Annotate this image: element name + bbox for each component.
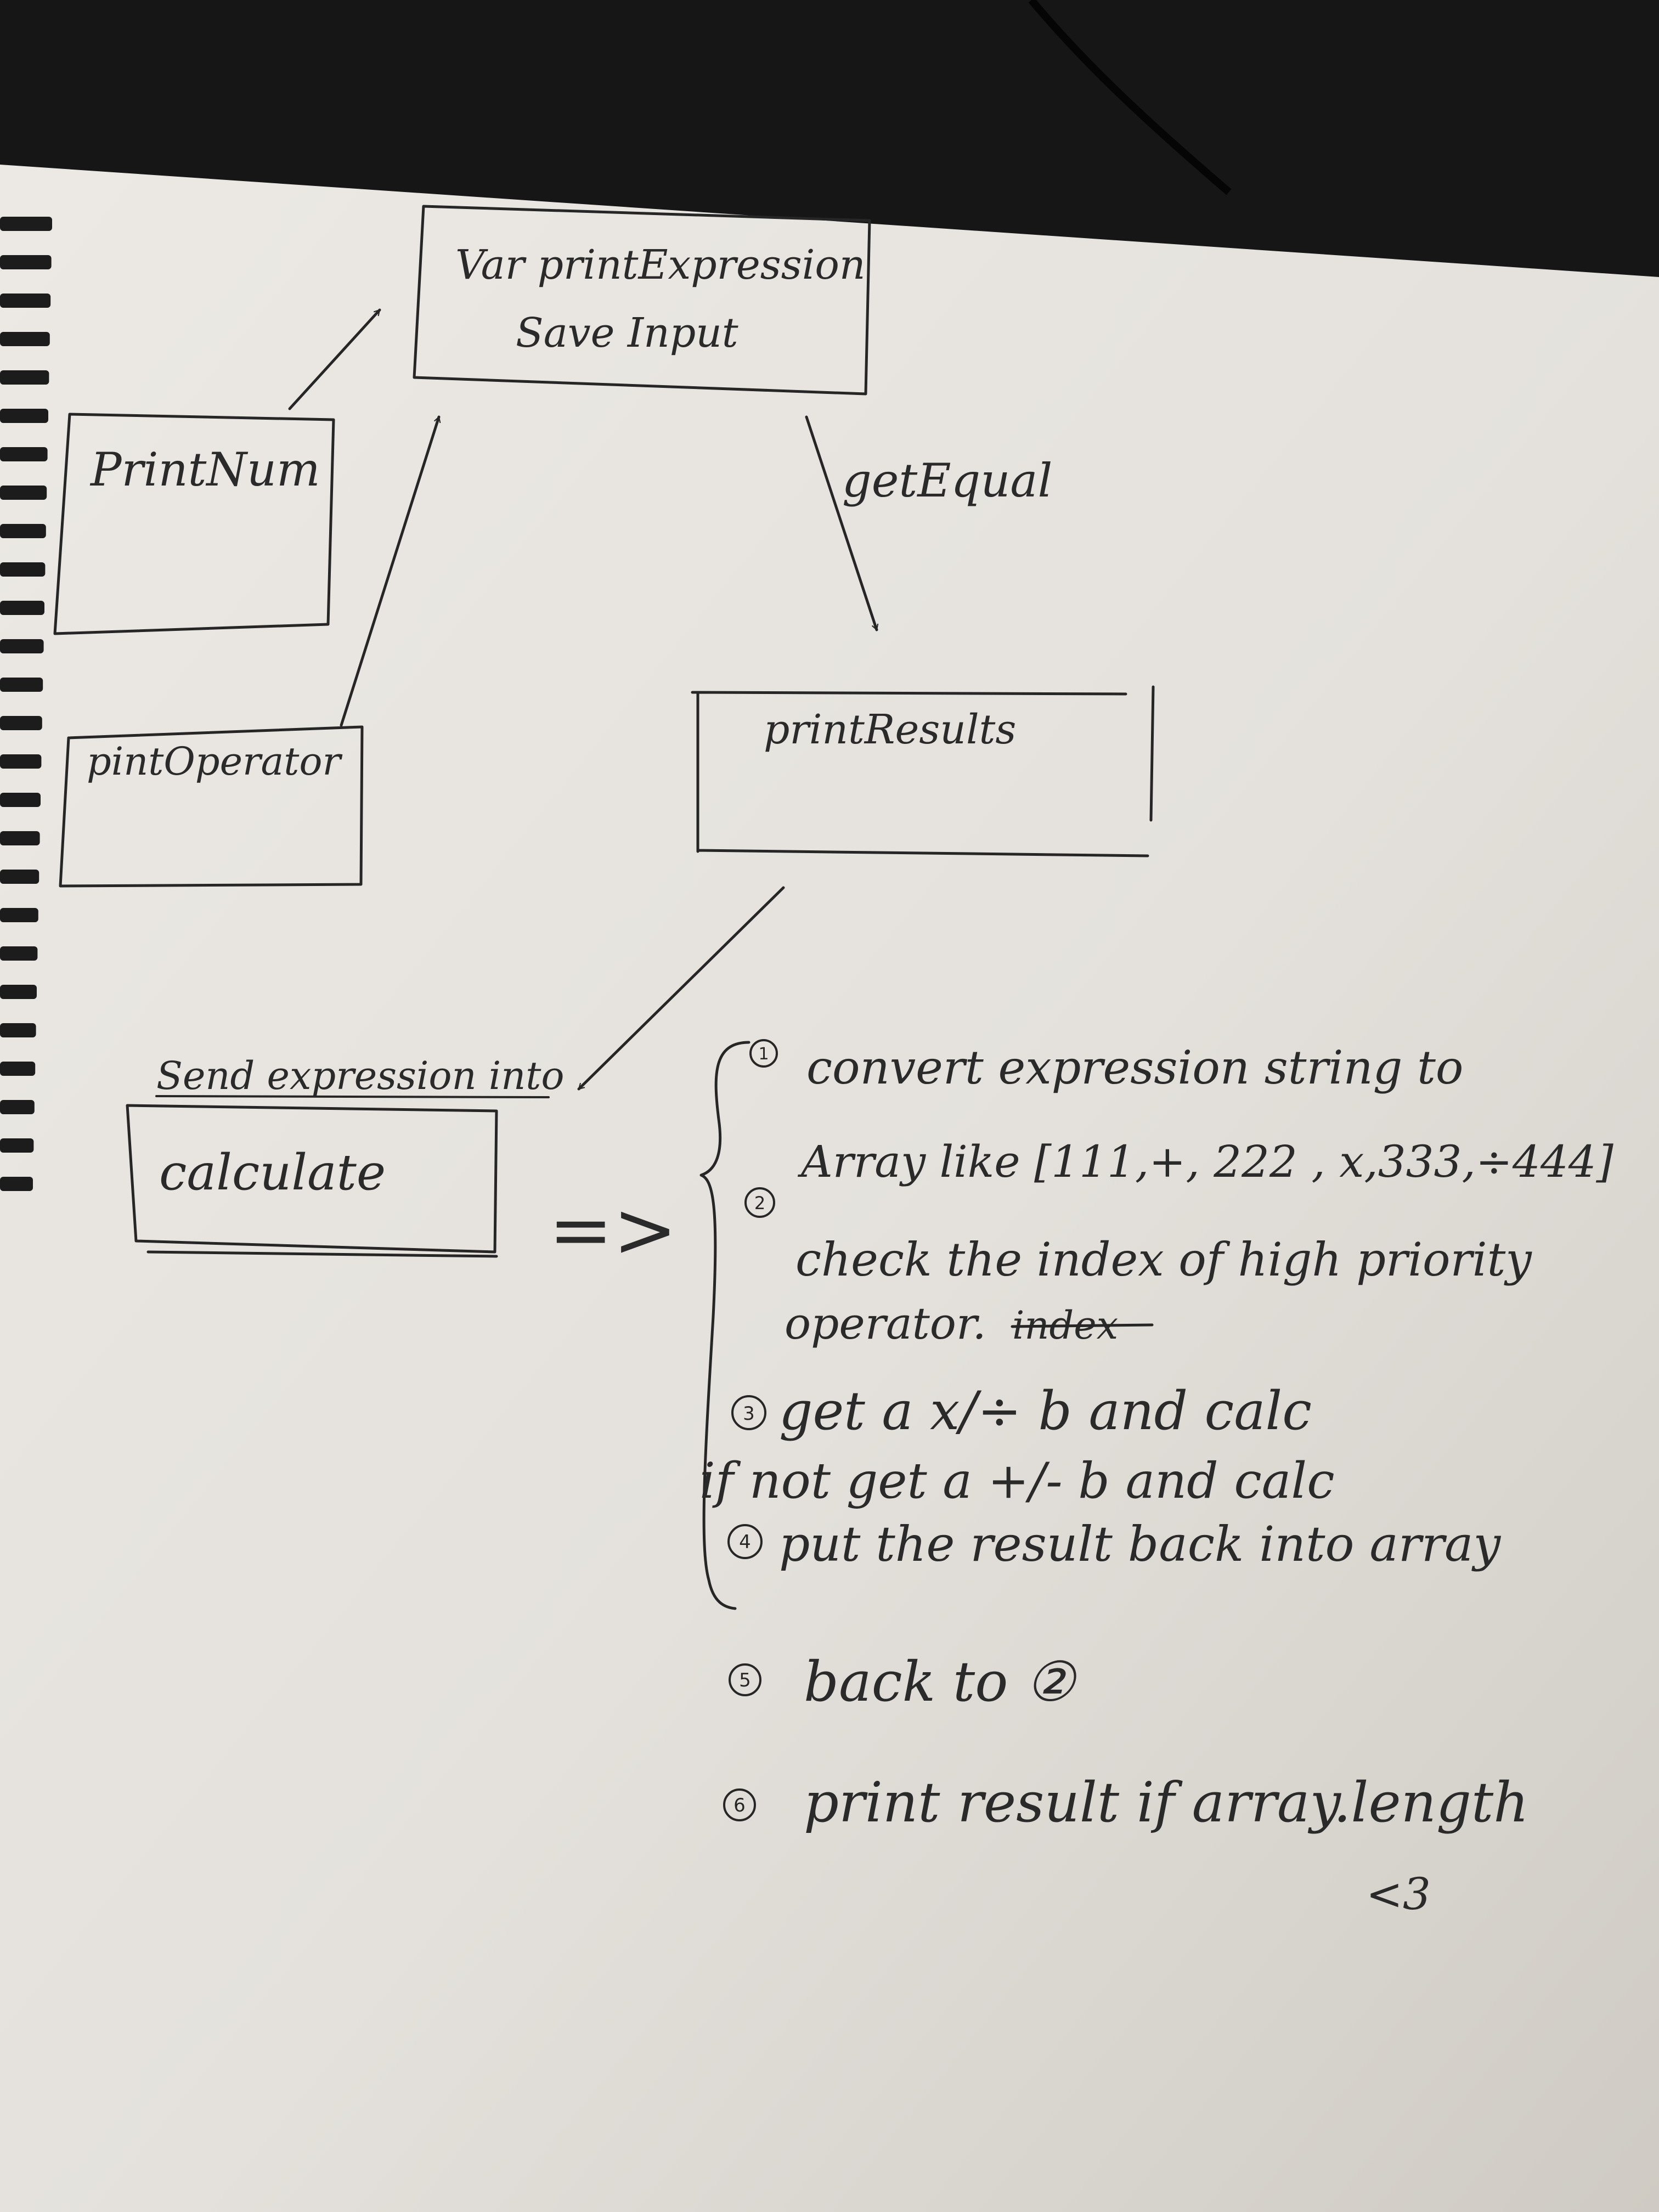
cable: [1028, 0, 1232, 195]
arrow-get-equal: [805, 415, 879, 631]
arrow-results-to-calculate: [577, 886, 785, 1091]
spiral-binding: [0, 217, 52, 1191]
implies-arrow: =>: [549, 1186, 678, 1275]
spiral-coil: [0, 1138, 34, 1153]
arrow-printnum-to-expression: [288, 308, 381, 410]
send-expression-underline: [155, 1095, 550, 1098]
spiral-coil: [0, 447, 48, 461]
spiral-coil: [0, 793, 41, 807]
expression-box: Var printExpression Save Input: [413, 205, 871, 396]
step-4-line1: put the result back into array: [779, 1516, 1501, 1572]
calculate-box: calculate: [126, 1104, 498, 1258]
step-5-circle: [729, 1663, 761, 1696]
spiral-coil: [0, 601, 44, 615]
step-5: 5 back to ②: [729, 1650, 1077, 1714]
step-list: 1 convert expression string to Array lik…: [699, 1039, 1614, 1920]
spiral-coil: [0, 908, 38, 922]
spiral-coil: [0, 217, 52, 231]
step-2-circle: [744, 1187, 775, 1218]
spiral-coil: [0, 332, 50, 346]
step-3: 3 get a x/÷ b and calc if not get a +/- …: [699, 1380, 1335, 1510]
get-equal-label: getEqual: [842, 454, 1052, 507]
print-operator-box: pintOperator: [59, 725, 364, 888]
step-1-number: 1: [758, 1045, 769, 1064]
step-2: 2 check the index of high priority opera…: [744, 1187, 1532, 1349]
step-6-number: 6: [733, 1795, 746, 1816]
spiral-coil: [0, 870, 40, 884]
step-6-circle: [723, 1788, 756, 1821]
calculate-label: calculate: [159, 1144, 386, 1201]
spiral-coil: [0, 255, 52, 269]
expression-box-line2: Save Input: [516, 309, 738, 357]
strikethrough: [1011, 1323, 1154, 1328]
spiral-coil: [0, 1177, 33, 1191]
step-4-circle: [727, 1524, 763, 1559]
send-expression-label: Send expression into: [156, 1053, 565, 1098]
step-1: 1 convert expression string to Array lik…: [749, 1039, 1614, 1187]
step-5-line1: back to ②: [804, 1650, 1077, 1714]
steps-brace: [699, 1041, 751, 1610]
step-2-number: 2: [754, 1193, 765, 1214]
spiral-coil: [0, 294, 51, 308]
print-operator-label: pintOperator: [87, 739, 343, 784]
spiral-coil: [0, 678, 43, 692]
step-4: 4 put the result back into array: [727, 1516, 1501, 1572]
step-4-number: 4: [739, 1531, 751, 1553]
spiral-coil: [0, 1100, 35, 1114]
step-5-number: 5: [739, 1669, 751, 1691]
spiral-coil: [0, 754, 42, 769]
spiral-coil: [0, 831, 40, 845]
step-6-line2: <3: [1366, 1869, 1431, 1920]
spiral-coil: [0, 639, 44, 653]
step-6: 6 print result if array.length <3: [723, 1770, 1529, 1920]
step-2-line1: check the index of high priority: [795, 1233, 1532, 1286]
step-3-circle: [731, 1395, 766, 1430]
step-6-line1: print result if array.length: [804, 1770, 1529, 1835]
spiral-coil: [0, 1062, 36, 1076]
step-3-line2: if not get a +/- b and calc: [699, 1452, 1335, 1510]
spiral-coil: [0, 486, 47, 500]
arrow-operator-to-expression: [340, 415, 441, 727]
spiral-coil: [0, 946, 38, 961]
step-3-line1: get a x/÷ b and calc: [779, 1380, 1312, 1442]
spiral-coil: [0, 562, 46, 577]
step-2-line2: operator.: [785, 1298, 986, 1349]
spiral-coil: [0, 370, 49, 385]
step-3-number: 3: [743, 1403, 755, 1425]
spiral-coil: [0, 409, 48, 423]
print-results-label: printResults: [764, 706, 1016, 753]
step-1-circle: [749, 1039, 778, 1068]
print-results-box: printResults: [691, 685, 1155, 857]
print-num-label: PrintNum: [89, 443, 320, 496]
print-num-box: PrintNum: [53, 413, 335, 635]
paper-sheet: [0, 165, 1659, 2212]
spiral-coil: [0, 524, 46, 538]
step-1-line2: Array like [111,+, 222 , x,333,÷444]: [797, 1136, 1614, 1187]
spiral-coil: [0, 716, 42, 730]
step-1-line1: convert expression string to: [806, 1041, 1463, 1094]
spiral-coil: [0, 985, 37, 999]
expression-box-line1: Var printExpression: [455, 241, 866, 289]
spiral-coil: [0, 1023, 36, 1037]
